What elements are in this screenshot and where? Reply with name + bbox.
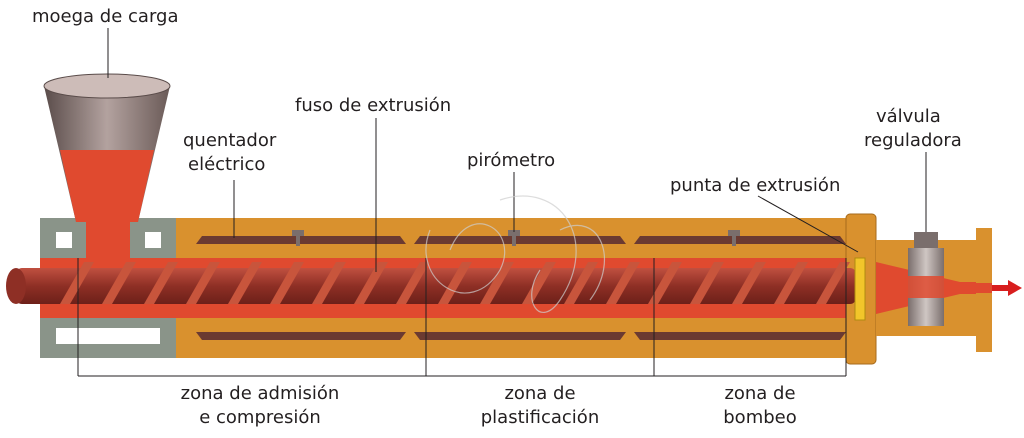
- screw-flight: [606, 262, 640, 304]
- zone-plastification-line2: plastificación: [480, 407, 600, 428]
- screw-flight: [60, 262, 94, 304]
- hopper: [43, 73, 171, 262]
- tip-label: punta de extrusión: [670, 175, 841, 196]
- screw-flight: [816, 262, 850, 304]
- screw-flight: [774, 262, 808, 304]
- screw-flight: [438, 262, 472, 304]
- watermark: [425, 195, 605, 313]
- heater-label-line1: quentador: [183, 130, 277, 151]
- screw-flight: [354, 262, 388, 304]
- heater-bands: [196, 236, 846, 340]
- zone-admission-line1: zona de admisión: [180, 383, 340, 404]
- pyrometer-label: pirómetro: [467, 150, 556, 171]
- extrusion-tip: [854, 257, 866, 321]
- screw-label: fuso de extrusión: [295, 95, 452, 116]
- zone-plastification-line1: zona de: [504, 383, 576, 404]
- regulating-valve: [908, 232, 944, 326]
- extrusion-screw: [6, 268, 856, 304]
- screw-flight: [690, 262, 724, 304]
- valve-label-line1: válvula: [876, 106, 941, 127]
- screw-flight: [396, 262, 430, 304]
- screw-flight: [270, 262, 304, 304]
- screw-flight: [102, 262, 136, 304]
- zone-plastification-caption: zona de plastificación: [460, 382, 620, 430]
- hopper-label: moega de carga: [32, 6, 179, 27]
- screw-flight: [186, 262, 220, 304]
- screw-flight: [732, 262, 766, 304]
- screw-flight: [144, 262, 178, 304]
- zone-pumping-line2: bombeo: [723, 407, 797, 428]
- leader-lines: [107, 28, 927, 272]
- screw-flights: [60, 262, 850, 304]
- zone-pumping-line1: zona de: [724, 383, 796, 404]
- screw-flight: [522, 262, 556, 304]
- screw-flight: [228, 262, 262, 304]
- zone-dividers: [77, 258, 847, 377]
- screw-flight: [312, 262, 346, 304]
- screw-flight: [564, 262, 598, 304]
- screw-flight: [480, 262, 514, 304]
- zone-admission-line2: e compresión: [199, 407, 321, 428]
- valve-label-line2: reguladora: [864, 130, 962, 151]
- pyrometer-sensors: [292, 230, 740, 246]
- output-arrow: [992, 280, 1022, 296]
- zone-admission-caption: zona de admisión e compresión: [160, 382, 360, 430]
- heater-label-line2: eléctrico: [188, 154, 266, 175]
- screw-flight: [648, 262, 682, 304]
- zone-pumping-caption: zona de bombeo: [700, 382, 820, 430]
